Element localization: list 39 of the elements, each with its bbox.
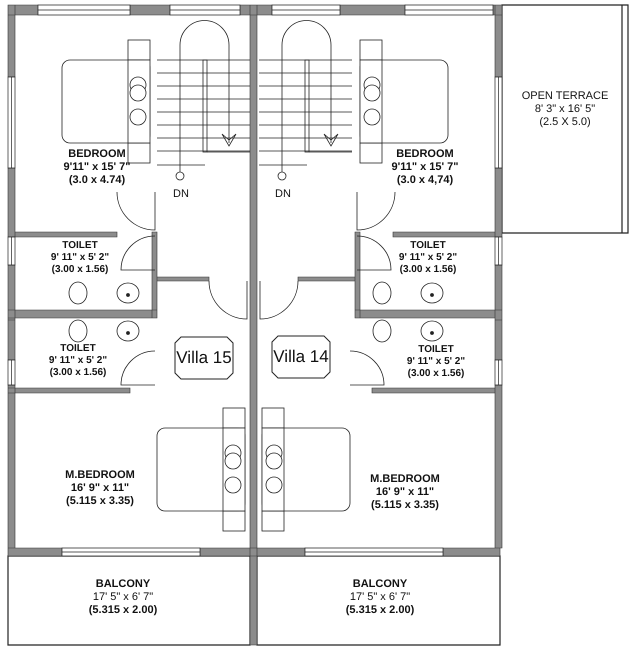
room-dimensions: 9' 11" x 5' 2" xyxy=(50,252,110,264)
room-dimensions: 9' 11" x 5' 2" xyxy=(406,356,466,368)
room-metric-dimensions: (3.0 x 4,74) xyxy=(396,174,454,187)
room-dimensions: 9' 11" x 5' 2" xyxy=(48,355,108,367)
room-metric-dimensions: (3.00 x 1.56) xyxy=(50,367,106,379)
villa-name: Villa 14 xyxy=(273,347,329,367)
room-name: M.BEDROOM xyxy=(65,469,135,482)
villa-name-sign xyxy=(272,336,330,378)
room-name: BALCONY xyxy=(96,578,150,591)
room-dimensions: 9'11" x 15' 7" xyxy=(63,161,131,174)
room-metric-dimensions: (5.115 x 3.35) xyxy=(371,499,439,512)
room-metric-dimensions: (3.00 x 1.56) xyxy=(408,368,464,380)
room-metric-dimensions: (2.5 X 5.0) xyxy=(539,116,591,129)
room-metric-dimensions: (5.315 x 2.00) xyxy=(88,604,158,617)
room-dimensions: 17' 5" x 6' 7" xyxy=(350,591,410,604)
villa-name: Villa 15 xyxy=(176,348,232,368)
room-name: OPEN TERRACE xyxy=(522,90,608,103)
room-dimensions: 9' 11" x 5' 2" xyxy=(398,252,458,264)
room-metric-dimensions: (5.115 x 3.35) xyxy=(66,495,134,508)
villa-name-sign xyxy=(175,337,233,379)
room-metric-dimensions: (3.00 x 1.56) xyxy=(400,264,456,276)
room-name: TOILET xyxy=(60,343,96,355)
room-name: BALCONY xyxy=(352,578,408,591)
stair-direction-label: DN xyxy=(173,188,189,200)
room-name: BEDROOM xyxy=(396,148,454,161)
stair-direction-label: DN xyxy=(275,188,291,200)
room-name: M.BEDROOM xyxy=(370,473,440,486)
room-name: TOILET xyxy=(418,344,454,356)
room-metric-dimensions: (3.0 x 4.74) xyxy=(68,174,126,187)
room-name: TOILET xyxy=(410,240,446,252)
room-name: BEDROOM xyxy=(68,148,126,161)
room-name: TOILET xyxy=(62,240,98,252)
room-dimensions: 9'11" x 15' 7" xyxy=(391,161,459,174)
room-dimensions: 16' 9" x 11" xyxy=(376,486,434,499)
room-dimensions: 8' 3" x 16' 5" xyxy=(534,103,596,116)
room-dimensions: 16' 9" x 11" xyxy=(70,482,130,495)
room-dimensions: 17' 5" x 6' 7" xyxy=(92,591,154,604)
room-metric-dimensions: (5.315 x 2.00) xyxy=(346,604,414,617)
room-metric-dimensions: (3.00 x 1.56) xyxy=(52,264,108,276)
